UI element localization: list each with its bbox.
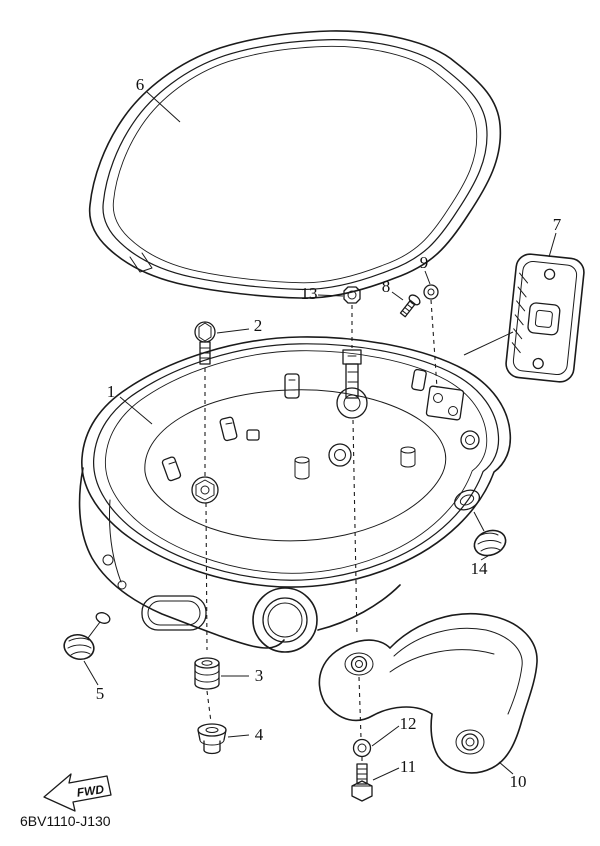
part-bolt-11	[351, 763, 373, 802]
part-bottom-cowling	[78, 336, 512, 653]
callout-10: 10	[510, 772, 527, 791]
callout-11: 11	[400, 757, 416, 776]
part-bracket	[505, 253, 585, 383]
callout-2: 2	[254, 316, 263, 335]
callout-7: 7	[553, 215, 562, 234]
callout-3: 3	[255, 666, 264, 685]
diagram-code: 6BV1110-J130	[20, 813, 111, 829]
part-bushing-4	[197, 723, 227, 755]
callout-leader-lines	[83, 91, 557, 781]
callout-12: 12	[400, 714, 417, 733]
callout-14: 14	[471, 559, 489, 578]
fwd-label: FWD	[76, 782, 105, 800]
callout-5: 5	[96, 684, 105, 703]
part-bolt-2	[194, 321, 216, 365]
callout-6: 6	[136, 75, 145, 94]
part-washer-9	[423, 284, 439, 300]
part-plug-14	[473, 511, 507, 557]
callout-8: 8	[382, 277, 391, 296]
part-washer-12	[352, 738, 372, 758]
part-bolt-8	[399, 294, 421, 318]
bracket-attach-line	[463, 331, 514, 356]
part-grommet-3	[194, 657, 220, 690]
part-plug-5	[63, 621, 101, 661]
callout-13: 13	[301, 284, 318, 303]
assembly-axis-lines	[204, 299, 438, 763]
fwd-arrow-icon: FWD	[43, 773, 112, 812]
part-nut-13	[343, 286, 361, 304]
callout-4: 4	[255, 725, 264, 744]
part-apron	[318, 612, 538, 774]
part-seal-ring	[88, 30, 502, 299]
callout-9: 9	[420, 253, 429, 272]
callout-1: 1	[107, 382, 116, 401]
